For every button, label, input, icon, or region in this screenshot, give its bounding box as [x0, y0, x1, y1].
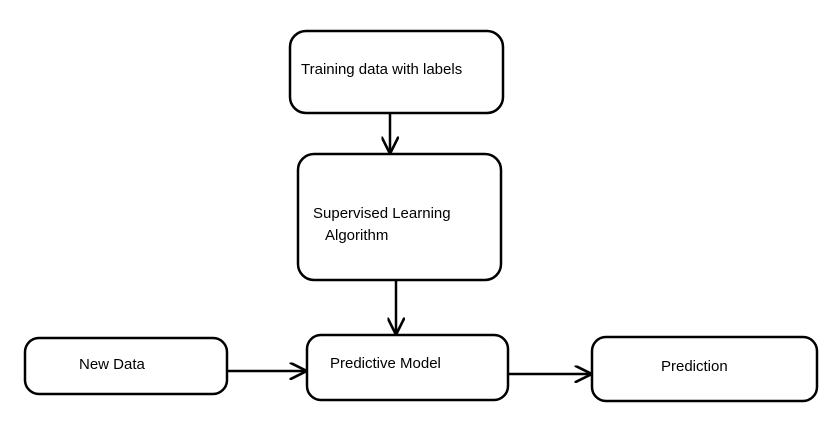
node-algorithm-label-line2: Algorithm: [325, 227, 388, 244]
node-new-data: New Data: [23, 336, 229, 396]
node-algorithm-box: [296, 152, 503, 282]
node-new-data-box: [23, 336, 229, 396]
node-predictive-model: Predictive Model: [305, 333, 510, 402]
node-predictive-model-label: Predictive Model: [330, 355, 441, 372]
node-predictive-model-box: [305, 333, 510, 402]
node-training-data-label: Training data with labels: [301, 61, 462, 78]
node-new-data-label: New Data: [79, 356, 146, 373]
node-algorithm: Supervised Learning Algorithm: [296, 152, 503, 282]
node-training-data-box: [288, 29, 505, 115]
node-prediction-box: [590, 335, 819, 403]
node-algorithm-label-line1: Supervised Learning: [313, 205, 451, 222]
node-prediction-label: Prediction: [661, 358, 728, 375]
node-prediction: Prediction: [590, 335, 819, 403]
node-training-data: Training data with labels: [288, 29, 505, 115]
